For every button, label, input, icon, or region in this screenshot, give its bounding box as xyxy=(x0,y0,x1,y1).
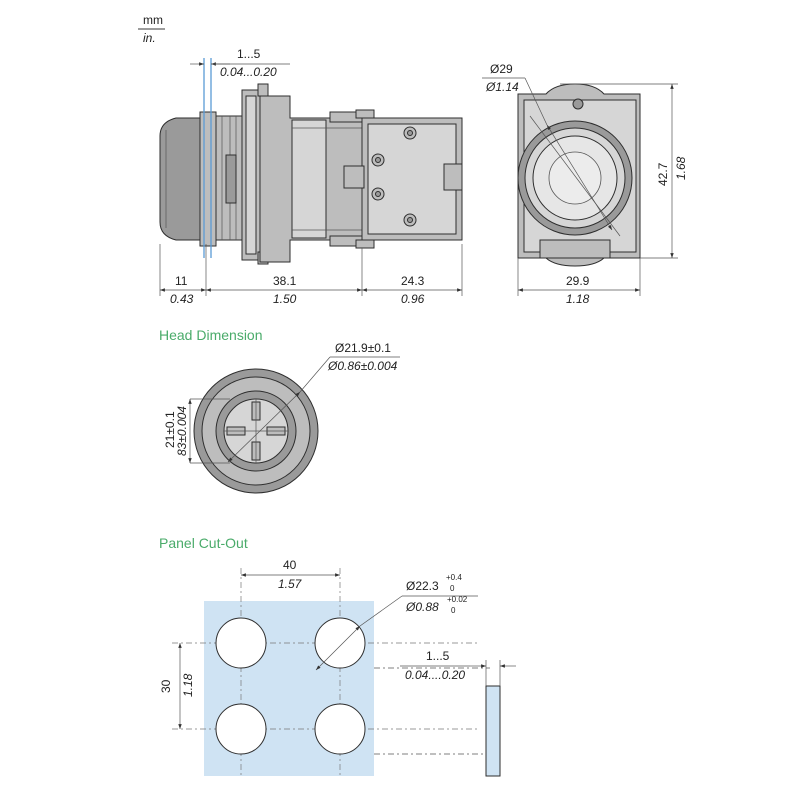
rear-dia-mm: Ø29 xyxy=(490,62,513,76)
rear-height-in: 1.68 xyxy=(674,156,688,180)
cutout-hole-tl xyxy=(215,617,267,669)
cutout-hole-br xyxy=(314,703,366,755)
cutout-v-spacing-mm: 30 xyxy=(159,679,173,693)
head-dia-mm: Ø21.9±0.1 xyxy=(335,341,391,355)
rear-view: Ø29 Ø1.14 42.7 1.68 29.9 1.18 xyxy=(482,62,688,306)
cutout-hole-mm-tol-up: +0.4 xyxy=(446,573,462,582)
cutout-panel-thk-mm: 1...5 xyxy=(426,649,450,663)
rear-dia-in: Ø1.14 xyxy=(485,80,519,94)
cutout-hole-in: Ø0.88 xyxy=(405,600,439,614)
panel-cutout-title: Panel Cut-Out xyxy=(159,535,248,551)
bezel xyxy=(199,111,217,247)
rear-height-mm: 42.7 xyxy=(656,162,670,186)
cutout-panel-thk-in: 0.04....0.20 xyxy=(405,668,465,682)
head-dimension-section: Head Dimension Ø21.9±0.1 Ø0.86±0.004 21±… xyxy=(159,327,400,494)
head-dimension-title: Head Dimension xyxy=(159,327,263,343)
units-mm: mm xyxy=(143,13,163,27)
body-length-in: 1.50 xyxy=(273,292,297,306)
cutout-h-spacing-in: 1.57 xyxy=(278,577,303,591)
cutout-hole-tr xyxy=(314,617,366,669)
rear-width-mm: 29.9 xyxy=(566,274,590,288)
units-in: in. xyxy=(143,31,156,45)
button-head xyxy=(159,117,201,241)
side-panel-thk-mm: 1...5 xyxy=(237,47,261,61)
cutout-hole-mm-tol-low: 0 xyxy=(450,584,455,593)
panel-section xyxy=(485,685,501,777)
cutout-hole-bl xyxy=(215,703,267,755)
head-flat-mm: 21±0.1 xyxy=(163,411,177,448)
side-panel-thk-in: 0.04...0.20 xyxy=(220,65,277,79)
body-length-mm: 38.1 xyxy=(273,274,297,288)
head-dia-in: Ø0.86±0.004 xyxy=(327,359,398,373)
cutout-v-spacing-in: 1.18 xyxy=(181,673,195,697)
cutout-hole-mm: Ø22.3 xyxy=(406,579,439,593)
block-length-mm: 24.3 xyxy=(401,274,425,288)
cutout-hole-in-tol-low: 0 xyxy=(451,606,456,615)
rear-width-in: 1.18 xyxy=(566,292,590,306)
side-view: 1...5 0.04...0.20 11 0.43 38.1 1.50 24.3… xyxy=(159,47,463,306)
cutout-hole-in-tol-up: +0.02 xyxy=(447,595,468,604)
block-length-in: 0.96 xyxy=(401,292,425,306)
head-length-in: 0.43 xyxy=(170,292,194,306)
head-length-mm: 11 xyxy=(175,274,188,288)
panel-cutout-section: Panel Cut-Out 40 1.57 30 1.18 Ø22.3 +0.4… xyxy=(159,535,516,777)
head-flat-in: 83±0.004 xyxy=(175,406,189,456)
cutout-h-spacing-mm: 40 xyxy=(283,558,297,572)
units-legend: mm in. xyxy=(138,13,165,45)
